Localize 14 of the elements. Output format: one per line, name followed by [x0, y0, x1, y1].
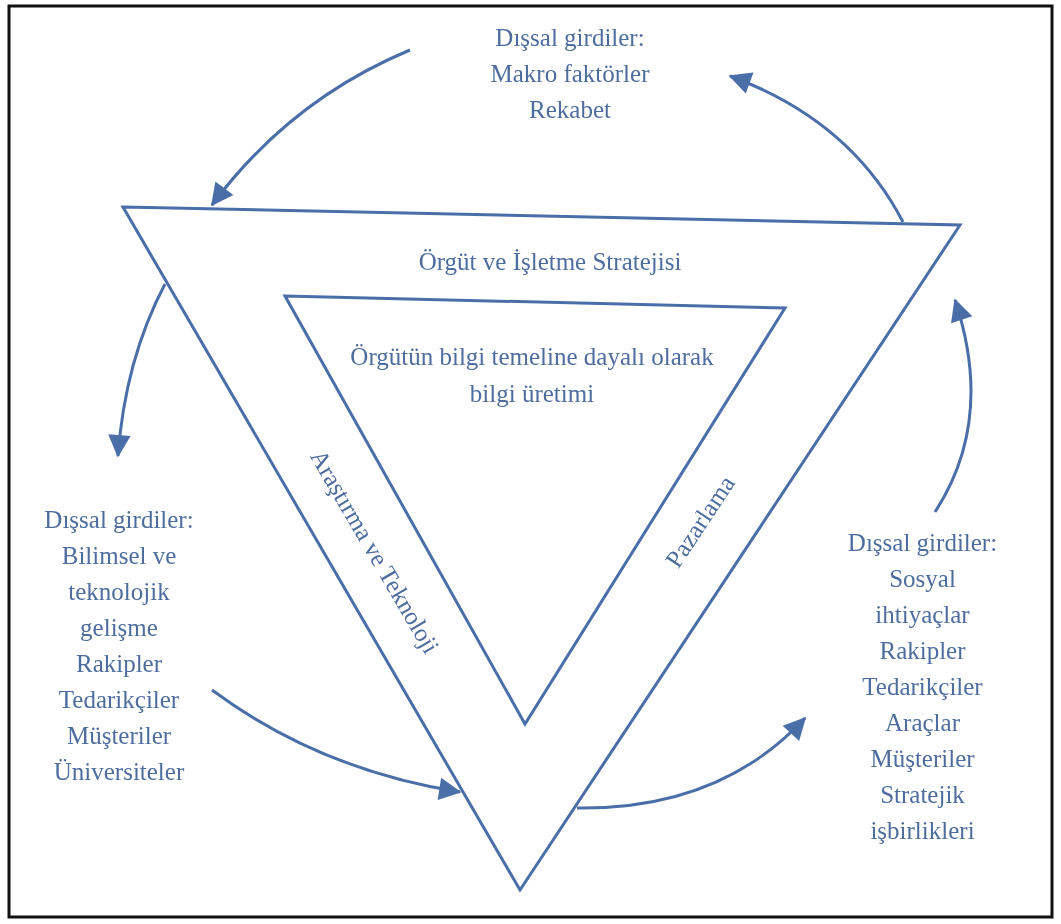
- curved-arrow: [108, 283, 167, 458]
- input-list-text: Sosyal ihtiyaçlar Rakipler Tedarikçiler Araçlar Müşteriler Stratejik işbirlikleri: [861, 564, 984, 846]
- heading-text: Dışsal girdiler:: [494, 23, 646, 53]
- input-list-text: Makro faktörler Rekabet: [489, 59, 651, 125]
- curved-arrow: [728, 73, 905, 223]
- center-label: Örgütün bilgi temeline dayalı olarak bilgi üretimi: [349, 342, 715, 409]
- heading-text: Dışsal girdiler:: [846, 528, 999, 558]
- heading-text: Dışsal girdiler:: [43, 505, 195, 535]
- curved-arrow: [210, 48, 411, 207]
- band-label: Örgüt ve İşletme Stratejisi: [417, 247, 683, 277]
- curved-arrow: [576, 716, 807, 810]
- input-list-text: Bilimsel ve teknolojik gelişme Rakipler Tedarikçiler Müşteriler Üniversiteler: [52, 541, 186, 787]
- curved-arrow: [933, 298, 973, 513]
- curved-arrow: [211, 688, 462, 800]
